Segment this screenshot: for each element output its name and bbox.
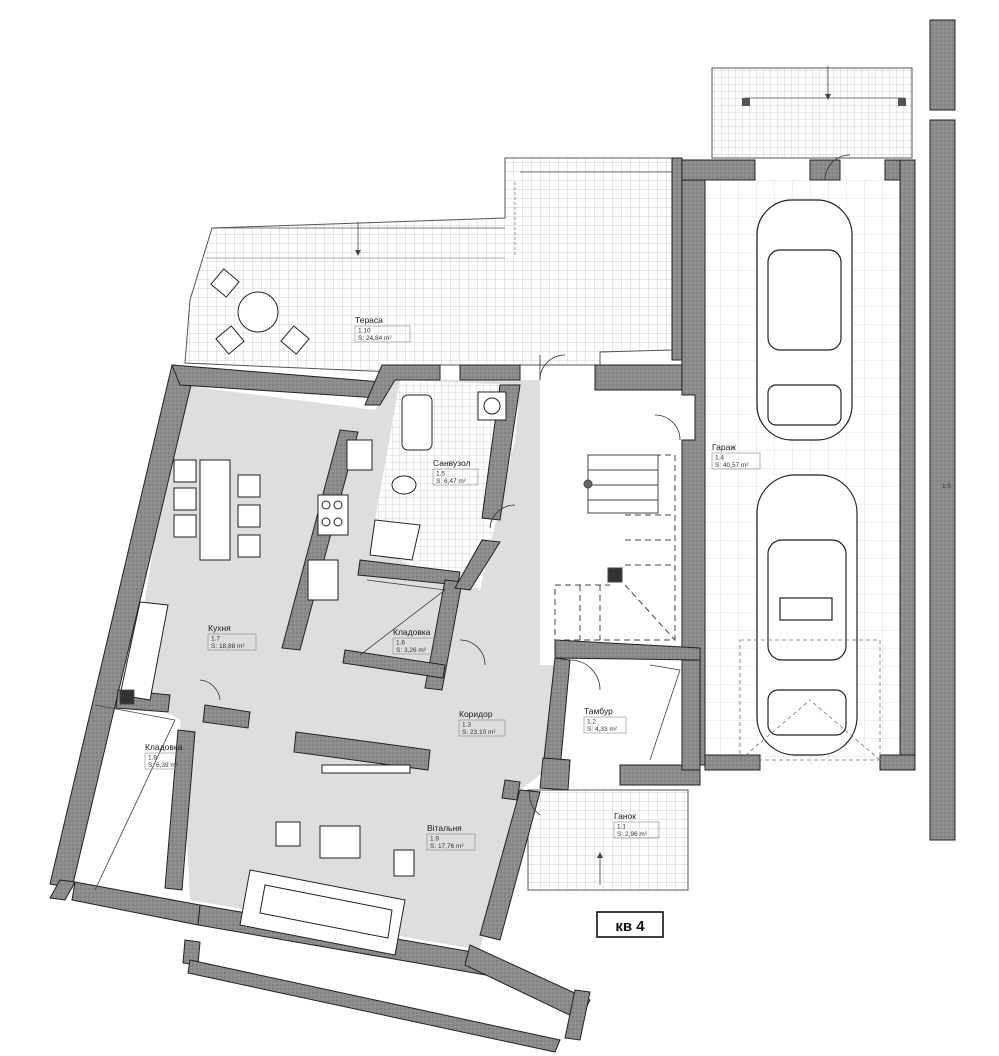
kitchen-furniture [119, 439, 373, 701]
room-number: 1.6 [396, 640, 405, 647]
room-area: S: 18,88 m² [211, 643, 245, 650]
room-area: S: 6,39 m² [148, 762, 179, 769]
room-number: 1.7 [211, 636, 220, 643]
room-area: S: 17,76 m² [430, 843, 464, 850]
room-area: S: 3,26 m² [396, 647, 427, 654]
bathroom-fixtures [369, 391, 507, 561]
room-name: Ганок [614, 811, 636, 821]
adjacent-room-fragment: 1.5 [942, 483, 951, 490]
terrace-area [184, 157, 673, 373]
room-area: S: 24,84 m² [358, 335, 392, 342]
room-label-bathroom: Санвузол 1.5 S: 6,47 m² [432, 458, 479, 486]
room-area: S: 40,57 m² [715, 462, 749, 469]
room-name: Вітальня [427, 823, 462, 833]
room-name: Кладовка [145, 742, 183, 752]
room-label-porch: Ганок 1.1 S: 2,96 m² [613, 811, 660, 839]
terrace-furniture [210, 268, 310, 355]
porch-area [527, 789, 689, 891]
room-label-living: Вітальня 1.9 S: 17,76 m² [426, 823, 476, 851]
living-furniture [239, 764, 415, 956]
cars [756, 199, 858, 756]
garage-apron [711, 66, 913, 159]
room-area: S: 4,33 m² [587, 726, 618, 733]
room-name: Тераса [355, 315, 383, 325]
room-name: Коридор [459, 709, 493, 719]
room-label-vestibule: Тамбур 1.2 S: 4,33 m² [583, 706, 627, 734]
apartment-label: кв 4 [596, 911, 664, 938]
room-label-kitchen: Кухня 1.7 S: 18,88 m² [207, 623, 257, 651]
room-name: Кладовка [393, 627, 431, 637]
doors [199, 154, 851, 816]
room-area: S: 6,47 m² [436, 478, 467, 485]
apartment-label-text: кв 4 [615, 918, 645, 935]
room-label-corridor: Коридор 1.3 S: 23,10 m² [458, 709, 506, 737]
room-area: S: 2,96 m² [617, 831, 648, 838]
room-number: 1.8 [148, 755, 157, 762]
room-number: 1.1 [617, 824, 626, 831]
room-label-terrace: Тераса 1.10 S: 24,84 m² [354, 315, 411, 343]
room-name: Санвузол [433, 458, 471, 468]
room-number: 1.2 [587, 719, 596, 726]
room-label-garage: Гараж 1.4 S: 40,57 m² [711, 442, 761, 470]
room-name: Тамбур [584, 706, 613, 716]
room-label-pantry-1-6: Кладовка 1.6 S: 3,26 m² [392, 627, 436, 655]
room-number: 1.9 [430, 836, 439, 843]
room-name: Гараж [712, 442, 736, 452]
pantry-marks [94, 579, 681, 891]
room-label-pantry-1-8: Кладовка 1.8 S: 6,39 m² [144, 742, 192, 770]
room-name: Кухня [208, 623, 231, 633]
garage-door-sweep [739, 639, 881, 761]
room-area: S: 23,10 m² [462, 729, 496, 736]
room-number: 1.3 [462, 722, 471, 729]
room-number: 1.10 [358, 328, 371, 335]
room-number: 1.4 [715, 455, 724, 462]
stairs [554, 454, 676, 641]
room-number: 1.5 [436, 471, 445, 478]
